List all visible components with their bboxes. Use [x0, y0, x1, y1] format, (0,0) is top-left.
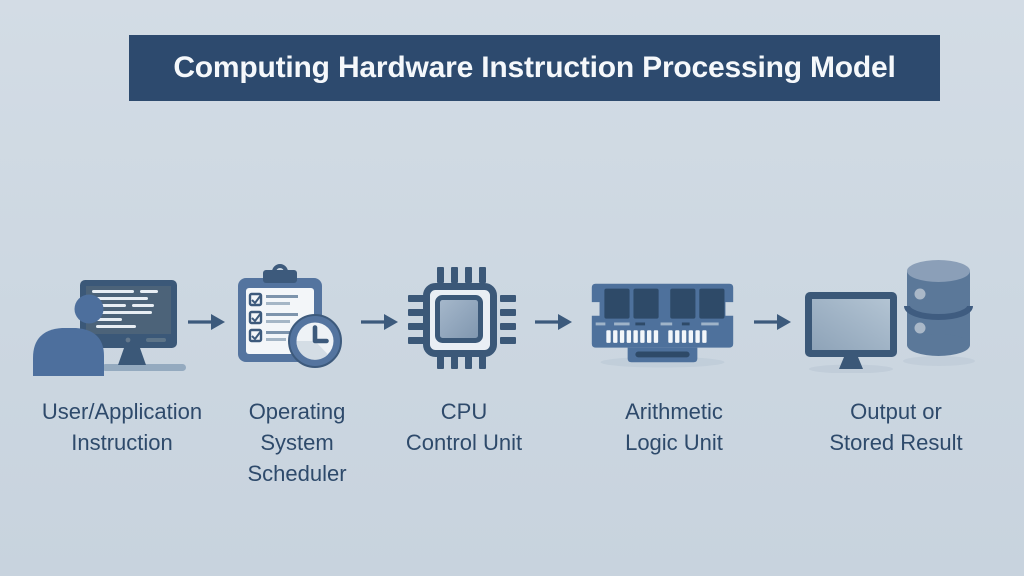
flow-arrow-icon — [359, 309, 399, 335]
title-banner: Computing Hardware Instruction Processin… — [129, 35, 940, 101]
user-at-computer-icon — [28, 266, 188, 376]
flow-arrow-icon — [533, 309, 573, 335]
clipboard-clock-icon — [236, 262, 358, 380]
stage-label-arithmetic-logic-unit: Arithmetic Logic Unit — [625, 399, 723, 455]
monitor-database-icon — [800, 258, 975, 373]
flow-arrow-icon — [752, 309, 792, 335]
flow-arrow-icon — [186, 309, 226, 335]
stage-label-operating-system-scheduler: Operating System Scheduler — [247, 399, 347, 486]
stage-label-user-application-instruction: User/Application Instruction — [41, 399, 203, 455]
stage-label-cpu-control-unit: CPU Control Unit — [405, 399, 523, 455]
page-title: Computing Hardware Instruction Processin… — [173, 51, 896, 84]
ram-module-icon — [585, 276, 740, 368]
cpu-chip-icon — [406, 264, 518, 372]
stage-label-output-or-stored-result: Output or Stored Result — [829, 399, 963, 455]
